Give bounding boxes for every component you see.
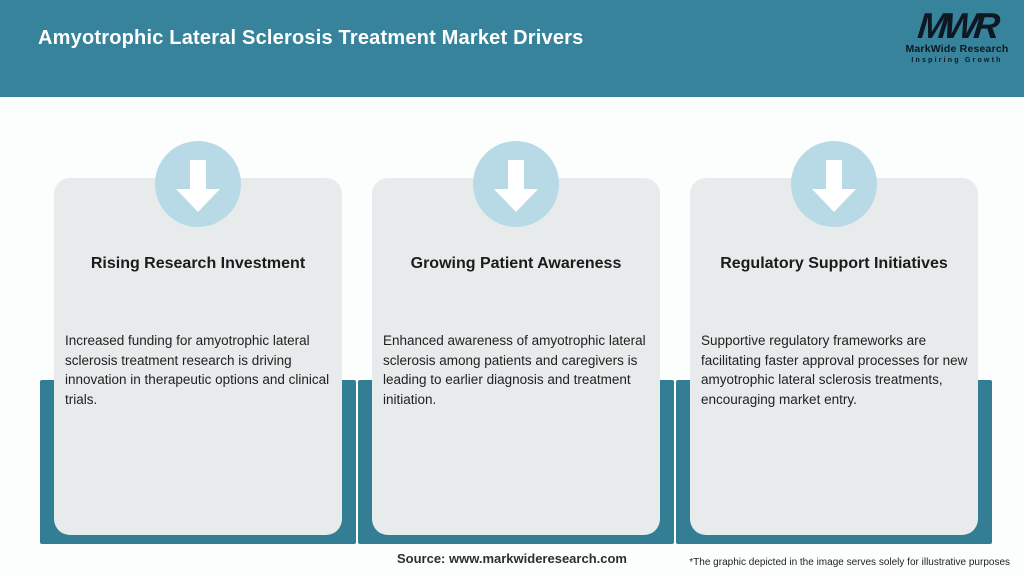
card-title: Regulatory Support Initiatives [720,255,948,272]
driver-card-rising-research-investment: Rising Research Investment Increased fun… [40,141,356,544]
logo-monogram-icon: MWR [915,5,999,46]
card-description: Supportive regulatory frameworks are fac… [701,333,968,407]
logo-name: MarkWide Research [905,43,1009,55]
page-title: Amyotrophic Lateral Sclerosis Treatment … [38,27,584,49]
card: Rising Research Investment Increased fun… [54,141,342,535]
source-text: Source: www.markwideresearch.com [396,551,627,566]
down-arrow-icon [155,141,241,227]
card-title: Growing Patient Awareness [410,255,622,272]
disclaimer-text: *The graphic depicted in the image serve… [689,557,1010,568]
drivers-row: Rising Research Investment Increased fun… [40,141,992,544]
driver-card-regulatory-support-initiatives: Regulatory Support Initiatives Supportiv… [676,141,992,544]
card-title: Rising Research Investment [90,255,306,272]
logo-tagline: Inspiring Growth [911,57,1003,64]
driver-card-growing-patient-awareness: Growing Patient Awareness Enhanced aware… [358,141,674,544]
card-description: Increased funding for amyotrophic latera… [65,333,330,407]
down-arrow-icon [791,141,877,227]
down-arrow-icon [473,141,559,227]
card: Regulatory Support Initiatives Supportiv… [690,141,978,535]
card-description: Enhanced awareness of amyotrophic latera… [383,333,646,407]
card: Growing Patient Awareness Enhanced aware… [372,141,660,535]
header: Amyotrophic Lateral Sclerosis Treatment … [0,0,1024,97]
markwide-logo: MWR MarkWide Research Inspiring Growth [902,5,1012,64]
